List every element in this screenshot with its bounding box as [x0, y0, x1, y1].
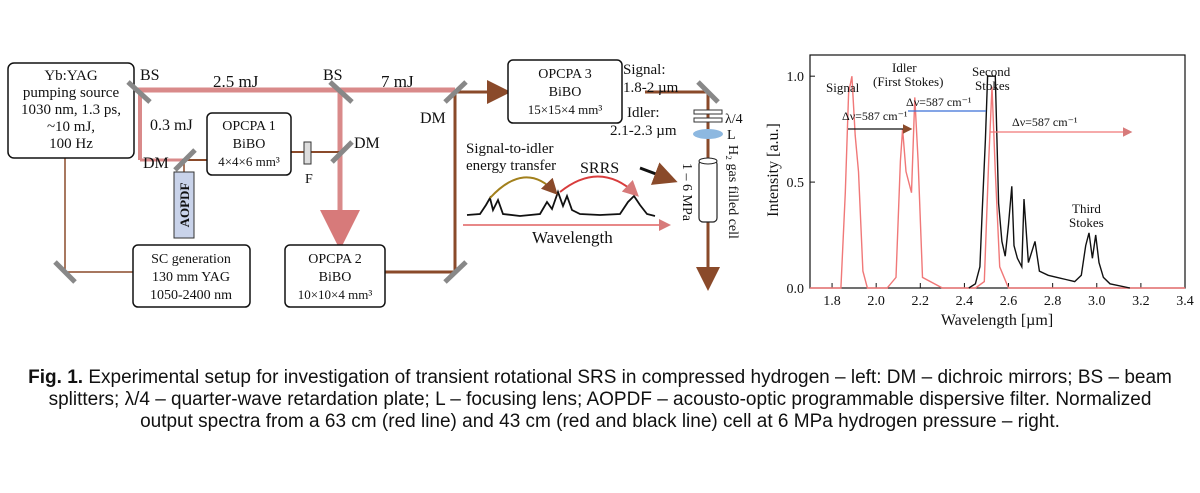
annot-third-1: Third: [1072, 201, 1101, 216]
x-tick-label: 3.2: [1132, 294, 1150, 309]
opcpa3-line-1: OPCPA 3: [538, 67, 592, 82]
x-tick-label: 1.8: [823, 294, 841, 309]
x-tick-label: 2.8: [1044, 294, 1062, 309]
x-tick-label: 3.0: [1088, 294, 1106, 309]
signal-range-label: 1.8-2 µm: [623, 80, 679, 96]
lens-label: L: [727, 128, 736, 143]
qwp-element: [693, 109, 723, 123]
y-tick-label: 0.5: [787, 176, 805, 191]
opcpa2-line-1: OPCPA 2: [308, 252, 362, 267]
opcpa1-line-1: OPCPA 1: [222, 119, 276, 134]
annot-third-2: Stokes: [1069, 215, 1104, 230]
srrs-label: SRRS: [580, 160, 619, 177]
opcpa1-line-3: 4×4×6 mm³: [218, 154, 280, 169]
annot-idler-2: (First Stokes): [873, 74, 943, 89]
energy-2-5-label: 2.5 mJ: [213, 72, 259, 91]
opcpa2-line-3: 10×10×4 mm³: [298, 287, 373, 302]
cell-label: H₂ gas filled cell: [725, 145, 740, 239]
figure-caption: Fig. 1. Experimental setup for investiga…: [20, 367, 1180, 433]
opcpa2-line-2: BiBO: [319, 270, 352, 285]
annot-signal: Signal: [826, 80, 860, 95]
opcpa2-box: OPCPA 2 BiBO 10×10×4 mm³: [284, 244, 386, 308]
dm1-label: DM: [143, 155, 169, 172]
pump-line-2: pumping source: [23, 85, 120, 101]
opcpa3-line-3: 15×15×4 mm³: [528, 102, 603, 117]
annot-second-2: Stokes: [975, 78, 1010, 93]
pump-line-5: 100 Hz: [49, 136, 93, 152]
x-tick-label: 2.0: [867, 294, 885, 309]
series-line-1: [810, 76, 1185, 289]
inset-spectrum: [463, 162, 678, 231]
setup-labels: BS BS 2.5 mJ 7 mJ 0.3 mJ DM DM DM F Sign…: [140, 62, 743, 247]
x-tick-label: 2.6: [1000, 294, 1018, 309]
qwp-label: λ/4: [725, 112, 743, 127]
caption-label: Fig. 1.: [28, 367, 84, 388]
dm3-label: DM: [420, 110, 446, 127]
pump-line-3: 1030 nm, 1.3 ps,: [21, 102, 121, 118]
lens-element: [693, 129, 723, 139]
aopdf-box: AOPDF: [173, 171, 195, 239]
sc-line-3: 1050-2400 nm: [150, 288, 232, 303]
plot-frame: [809, 54, 1186, 289]
annot-dv-2: Δν=587 cm⁻¹: [906, 95, 972, 109]
transfer-label-1: Signal-to-idler: [466, 141, 553, 157]
inset-wavelength-label: Wavelength: [532, 228, 613, 247]
y-tick-label: 1.0: [787, 70, 805, 85]
gas-cell: [698, 159, 718, 223]
sc-line-2: 130 mm YAG: [152, 270, 230, 285]
gas-cell-top: [698, 157, 718, 165]
setup-diagram: Yb:YAG pumping source 1030 nm, 1.3 ps, ~…: [7, 59, 743, 308]
pump-source-box: Yb:YAG pumping source 1030 nm, 1.3 ps, ~…: [7, 62, 135, 159]
idler-range-label: 2.1-2.3 µm: [610, 123, 677, 139]
annot-second-1: Second: [972, 64, 1011, 79]
caption-text: Experimental setup for investigation of …: [48, 367, 1172, 432]
pump-line-4: ~10 mJ,: [47, 119, 95, 135]
opcpa1-line-2: BiBO: [233, 137, 266, 152]
sc-generation-box: SC generation 130 mm YAG 1050-2400 nm: [132, 244, 251, 308]
filter-label: F: [305, 172, 313, 187]
opcpa3-box: OPCPA 3 BiBO 15×15×4 mm³: [507, 59, 623, 124]
bs2-label: BS: [323, 67, 343, 84]
x-tick-label: 3.4: [1176, 294, 1194, 309]
series-line-2: [968, 75, 1131, 289]
signal-label: Signal:: [623, 62, 666, 78]
mirrors: [53, 80, 720, 284]
pump-line-1: Yb:YAG: [44, 68, 98, 84]
opcpa3-line-2: BiBO: [549, 85, 582, 100]
transfer-label-2: energy transfer: [466, 158, 556, 174]
annot-idler-1: Idler: [892, 60, 917, 75]
x-tick-label: 2.4: [956, 294, 974, 309]
annot-dv-1: Δν=587 cm⁻¹: [842, 109, 908, 123]
x-axis-ticks: 1.8 2.0 2.2 2.4 2.6 2.8 3.0 3.2 3.4: [823, 283, 1194, 309]
energy-0-3-label: 0.3 mJ: [150, 117, 193, 134]
x-tick-label: 2.2: [912, 294, 930, 309]
energy-7-label: 7 mJ: [381, 72, 414, 91]
spectrum-chart: 1.8 2.0 2.2 2.4 2.6 2.8 3.0 3.2 3.4 0.0 0.5 1.0 Wa…: [765, 54, 1194, 329]
idler-label: Idler:: [627, 105, 659, 121]
sc-line-1: SC generation: [151, 252, 231, 267]
aopdf-label: AOPDF: [177, 183, 192, 228]
pressure-label: 1 – 6 MPa: [679, 163, 694, 222]
opcpa1-box: OPCPA 1 BiBO 4×4×6 mm³: [206, 112, 292, 176]
x-axis-label: Wavelength [µm]: [941, 312, 1053, 329]
filter-element: [303, 141, 312, 165]
y-tick-label: 0.0: [787, 282, 805, 297]
annot-dv-3: Δν=587 cm⁻¹: [1012, 115, 1078, 129]
dm2-label: DM: [354, 135, 380, 152]
series-lines: [810, 75, 1185, 289]
y-axis-label: Intensity [a.u.]: [765, 123, 782, 217]
y-axis-ticks: 0.0 0.5 1.0: [787, 70, 815, 297]
bs1-label: BS: [140, 67, 160, 84]
